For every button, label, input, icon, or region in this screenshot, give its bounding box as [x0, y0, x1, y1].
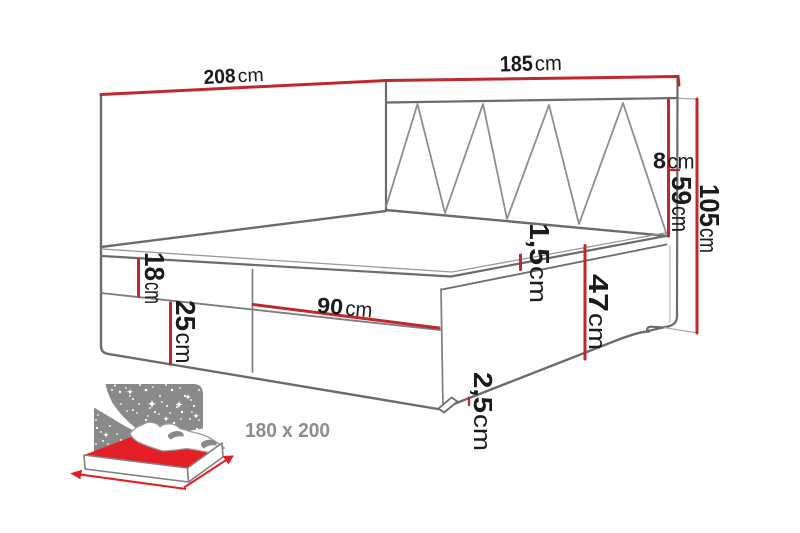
svg-text:59: 59	[666, 176, 697, 205]
svg-text:cm: cm	[524, 266, 551, 303]
svg-text:1,5: 1,5	[524, 223, 555, 265]
svg-text:cm: cm	[666, 206, 693, 232]
svg-text:8: 8	[653, 148, 666, 174]
svg-text:cm: cm	[468, 414, 495, 451]
svg-text:cm: cm	[139, 282, 166, 304]
svg-text:90: 90	[316, 293, 344, 320]
svg-text:47: 47	[583, 274, 614, 312]
svg-text:cm: cm	[694, 228, 721, 253]
svg-text:185: 185	[499, 51, 533, 77]
svg-text:208: 208	[203, 65, 236, 89]
svg-text:cm: cm	[535, 52, 563, 76]
svg-text:cm: cm	[170, 333, 197, 364]
svg-text:cm: cm	[344, 297, 373, 322]
svg-text:18: 18	[139, 252, 170, 281]
svg-text:2,5: 2,5	[468, 372, 498, 413]
svg-text:105: 105	[694, 184, 725, 227]
svg-text:25: 25	[170, 300, 201, 331]
svg-text:cm: cm	[583, 313, 610, 350]
svg-text:180 x 200: 180 x 200	[245, 420, 330, 442]
svg-text:cm: cm	[668, 151, 695, 174]
svg-text:cm: cm	[237, 65, 264, 87]
